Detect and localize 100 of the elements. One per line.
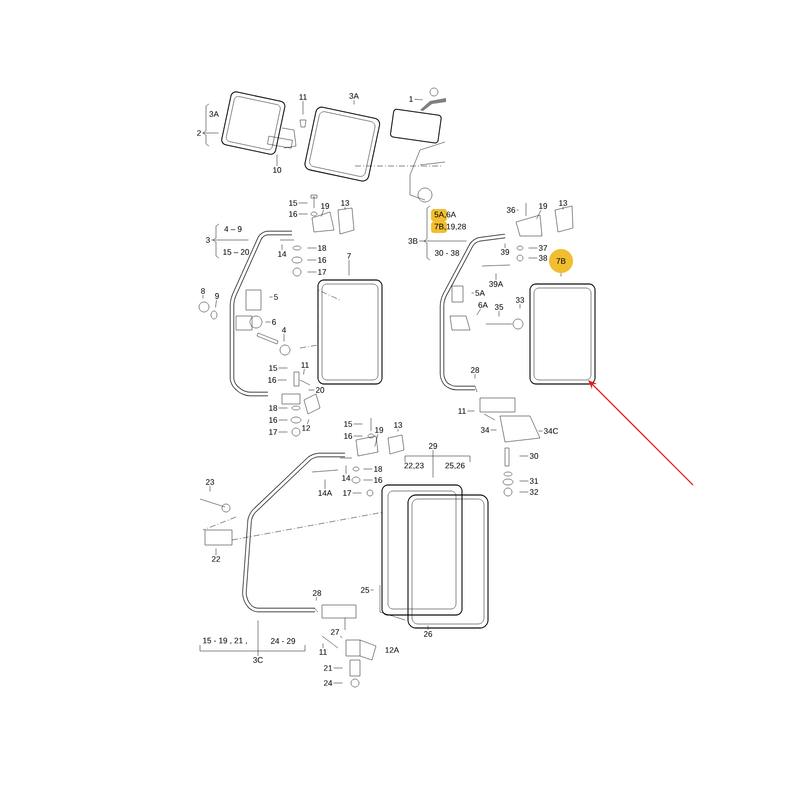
callout-number: 12A xyxy=(386,647,400,653)
callout-number: 17 xyxy=(318,269,326,275)
callout-number: 5 xyxy=(274,294,278,300)
leader-line xyxy=(215,300,217,308)
callout-number: 26 xyxy=(424,631,432,637)
callout-number: 35 xyxy=(494,304,504,310)
callout-number: 13 xyxy=(559,200,568,206)
group-label: 30 - 38 xyxy=(434,250,460,256)
callout-number: 20 xyxy=(316,387,324,393)
callout-number: 11 xyxy=(458,408,466,414)
leader-line xyxy=(467,410,475,412)
callout-number: 5A xyxy=(475,290,485,296)
leader-line xyxy=(324,479,326,490)
callout-number: 14A xyxy=(318,490,332,496)
callout-number: 3C xyxy=(253,657,263,663)
callout-number: 18 xyxy=(374,466,382,472)
callout-number: 31 xyxy=(530,478,538,484)
leader-line xyxy=(560,273,562,277)
callout-number: 21 xyxy=(324,665,332,671)
callout-number: 15 xyxy=(344,421,352,427)
callout-number: 17 xyxy=(343,490,352,496)
leader-line xyxy=(348,260,350,276)
callout-number: 19 xyxy=(375,427,384,433)
callout-number: 8 xyxy=(201,288,205,294)
callout-number: 24 xyxy=(324,680,332,686)
leader-line xyxy=(519,480,529,482)
leader-line xyxy=(538,430,543,432)
callout-number: 6A xyxy=(478,302,488,308)
callout-number: 36 xyxy=(506,207,516,213)
leader-line xyxy=(316,596,317,601)
leader-line xyxy=(504,243,506,248)
callout-number: 1 xyxy=(409,96,413,102)
callout-number: 18 xyxy=(318,245,326,251)
leader-line xyxy=(414,99,423,100)
callout-number: 19 xyxy=(321,203,330,209)
callout-number: 15 xyxy=(289,200,298,206)
leader-line xyxy=(476,308,481,316)
callout-number: 39A xyxy=(489,281,504,287)
callout-number: 16 xyxy=(344,433,352,439)
leader-line xyxy=(374,434,378,447)
callout-number: 38 xyxy=(538,255,548,261)
callout-number: 16 xyxy=(289,211,298,217)
callout-number: 12 xyxy=(302,425,310,431)
leader-line xyxy=(307,419,310,424)
leader-line xyxy=(536,210,542,220)
callout-number: 16 xyxy=(318,257,326,263)
callout-number: 11 xyxy=(301,362,309,368)
callout-number: 30 xyxy=(530,453,538,459)
leader-line xyxy=(333,682,343,684)
leader-line xyxy=(432,450,434,478)
leader-line xyxy=(471,292,474,294)
callout-number: 2 xyxy=(197,130,201,136)
leader-line xyxy=(321,210,324,217)
callout-number: 3A xyxy=(349,93,359,99)
group-label: 4 – 9 xyxy=(224,226,242,232)
callout-number: 7 xyxy=(347,253,351,259)
callout-number: 22 xyxy=(212,556,220,562)
callout-number: 14 xyxy=(278,251,286,257)
leader-line xyxy=(322,643,324,648)
callout-number: 3 xyxy=(206,237,210,243)
leader-line xyxy=(298,202,308,204)
callout-number: 6 xyxy=(272,319,276,325)
leader-line xyxy=(276,154,278,166)
leader-line xyxy=(202,132,219,134)
callout-number: 16 xyxy=(374,477,382,483)
leader-line xyxy=(269,296,273,298)
callout-number: 16 xyxy=(269,417,278,423)
callout-number: 37 xyxy=(538,245,548,251)
group-label: 15 – 20 xyxy=(223,249,250,255)
leader-line xyxy=(302,100,304,115)
group-label: 15 - 19 , 21 , xyxy=(203,638,247,644)
callout-number: 17 xyxy=(269,429,278,435)
callout-number: 33 xyxy=(516,297,524,303)
callout-number: 18 xyxy=(269,405,278,411)
group-label: 25,26 xyxy=(445,462,465,470)
callout-number: 7B xyxy=(549,249,573,273)
callout-number: 23 xyxy=(206,479,214,485)
callout-number: 39 xyxy=(500,249,510,255)
callout-number: 13 xyxy=(341,200,350,206)
leader-line xyxy=(340,636,342,638)
callout-number: 15 xyxy=(269,365,278,371)
callout-number: 10 xyxy=(273,167,282,173)
callout-number: 3B xyxy=(408,238,418,244)
leader-line xyxy=(344,206,346,210)
group-label: 22,23 xyxy=(404,462,424,470)
leader-line xyxy=(562,206,564,210)
leader-line xyxy=(303,368,305,375)
callout-number: 4 xyxy=(282,327,286,333)
leader-line xyxy=(474,374,476,379)
callout-number: 11 xyxy=(299,94,307,100)
callout-number: 13 xyxy=(394,422,402,428)
callout-number: 28 xyxy=(470,367,480,373)
leader-line xyxy=(418,240,467,242)
callout-number: 9 xyxy=(215,293,219,299)
callout-number: 19 xyxy=(539,203,548,209)
callout-number: 16 xyxy=(268,377,276,383)
callout-number: 25 xyxy=(360,587,370,593)
callout-number: 29 xyxy=(428,443,438,449)
leader-line xyxy=(363,468,373,470)
callout-number: 34C xyxy=(544,428,558,434)
